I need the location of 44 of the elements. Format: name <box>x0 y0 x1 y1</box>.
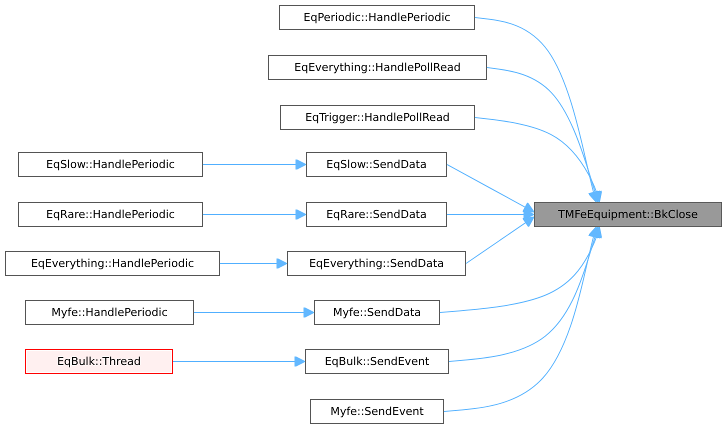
function-box <box>18 152 203 177</box>
function-name: EqRare::HandlePeriodic <box>46 208 175 221</box>
function-name: EqBulk::SendEvent <box>324 355 430 368</box>
arrow <box>474 117 602 202</box>
function-name: Myfe::SendData <box>332 306 422 319</box>
function-box <box>18 202 203 227</box>
function-box <box>310 399 444 424</box>
arrow <box>446 209 534 220</box>
arrow <box>446 164 534 212</box>
function-box <box>534 202 722 227</box>
function-name: EqTrigger::HandlePollRead <box>305 111 450 124</box>
function-name: EqBulk::Thread <box>57 355 141 368</box>
function-name: Myfe::HandlePeriodic <box>51 306 168 319</box>
function-box <box>279 5 475 30</box>
function-box <box>268 55 487 80</box>
function-box <box>287 251 466 276</box>
function-name: EqRare::SendData <box>326 208 427 221</box>
arrow <box>172 356 306 367</box>
function-name: EqEverything::HandlePeriodic <box>30 257 194 270</box>
function-name: TMFeEquipment::BkClose <box>558 208 698 221</box>
function-box <box>5 251 220 276</box>
function-box <box>305 349 449 374</box>
arrow <box>474 17 599 202</box>
arrow <box>194 307 314 318</box>
function-name: EqSlow::HandlePeriodic <box>46 158 175 171</box>
arrow <box>440 226 602 313</box>
function-name: EqEverything::HandlePollRead <box>294 61 461 74</box>
function-box <box>25 300 194 325</box>
function-name: EqSlow::SendData <box>326 158 427 171</box>
function-box <box>314 300 440 325</box>
arrow <box>220 258 288 269</box>
function-box <box>306 202 447 227</box>
function-name: EqPeriodic::HandlePeriodic <box>304 11 450 24</box>
arrow <box>444 226 599 412</box>
arrow <box>486 67 600 202</box>
function-name: EqEverything::SendData <box>309 257 444 270</box>
function-name: Myfe::SendEvent <box>330 405 424 418</box>
function-box <box>25 349 173 374</box>
function-box <box>306 152 447 177</box>
arrow <box>448 226 600 362</box>
function-box <box>280 105 475 130</box>
arrow <box>466 216 534 264</box>
arrow <box>202 209 306 220</box>
arrow <box>202 159 306 170</box>
